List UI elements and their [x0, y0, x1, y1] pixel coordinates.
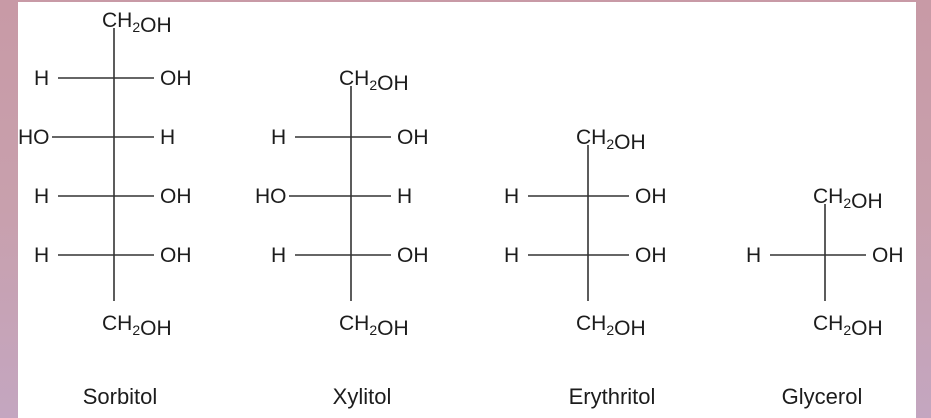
compound-name: Erythritol	[569, 384, 656, 409]
left-substituent: H	[746, 244, 761, 267]
left-substituent: H	[504, 244, 519, 267]
right-substituent: OH	[635, 185, 667, 208]
left-substituent: H	[34, 185, 49, 208]
right-substituent: OH	[160, 185, 192, 208]
right-substituent: OH	[397, 126, 429, 149]
top-group-label: CH2OH	[339, 67, 409, 95]
left-substituent: H	[34, 244, 49, 267]
diagram-panel	[18, 2, 916, 418]
right-substituent: OH	[160, 67, 192, 90]
left-substituent: H	[271, 126, 286, 149]
molecule-glycerol: CH2OH H OH CH2OH Glycerol	[746, 185, 904, 409]
bottom-group-label: CH2OH	[102, 312, 172, 340]
left-substituent: H	[504, 185, 519, 208]
compound-name: Glycerol	[782, 384, 863, 409]
right-substituent: OH	[872, 244, 904, 267]
bottom-group-label: CH2OH	[813, 312, 883, 340]
left-substituent: HO	[255, 185, 287, 208]
right-substituent: H	[397, 185, 412, 208]
bottom-group-label: CH2OH	[339, 312, 409, 340]
bottom-group-label: CH2OH	[576, 312, 646, 340]
left-substituent: HO	[18, 126, 50, 149]
right-substituent: H	[160, 126, 175, 149]
molecule-erythritol: CH2OH H OH H OH CH2OH Erythritol	[504, 126, 667, 409]
left-substituent: H	[271, 244, 286, 267]
top-group-label: CH2OH	[576, 126, 646, 154]
top-group-label: CH2OH	[813, 185, 883, 213]
compound-name: Sorbitol	[83, 384, 158, 409]
compound-name: Xylitol	[333, 384, 392, 409]
top-group-label: CH2OH	[102, 9, 172, 37]
right-substituent: OH	[635, 244, 667, 267]
right-substituent: OH	[397, 244, 429, 267]
left-substituent: H	[34, 67, 49, 90]
right-substituent: OH	[160, 244, 192, 267]
